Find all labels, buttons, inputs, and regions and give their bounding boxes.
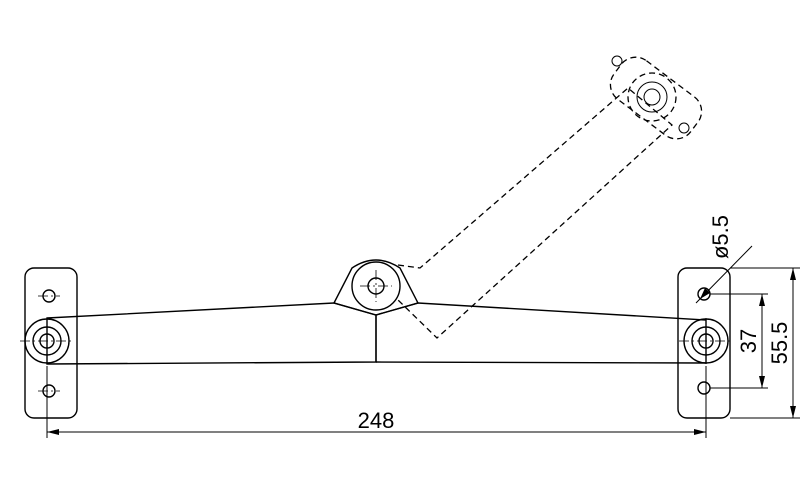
hole-pitch-dimensions: 37 55.5 [710, 267, 800, 419]
outer-pitch-label: 55.5 [767, 322, 792, 365]
center-pivot-housing [332, 259, 420, 316]
left-arm-outline [46, 302, 377, 365]
phantom-pivot-boss [636, 81, 668, 113]
phantom-bracket [609, 56, 703, 140]
right-pivot [679, 318, 733, 364]
phantom-screw-hole-upper [611, 55, 623, 67]
center-pivot-boss [351, 261, 401, 311]
left-pivot [20, 318, 74, 364]
right-arm-outline [375, 302, 707, 364]
phantom-pivot-outer [627, 72, 677, 122]
right-screw-hole-bottom [697, 381, 711, 395]
phantom-screw-hole-lower [678, 122, 690, 134]
hole-diameter-callout: ø5.5 [695, 215, 753, 304]
inner-pitch-label: 37 [736, 329, 761, 353]
open-position-phantom [397, 55, 703, 339]
right-plate-outline [677, 267, 731, 419]
phantom-pivot-hole [643, 88, 661, 106]
length-dimension: 248 [46, 366, 707, 438]
length-dimension-label: 248 [358, 408, 395, 433]
diameter-label: ø5.5 [708, 215, 733, 259]
folded-arms [46, 259, 707, 365]
phantom-arm-outline [397, 87, 673, 339]
